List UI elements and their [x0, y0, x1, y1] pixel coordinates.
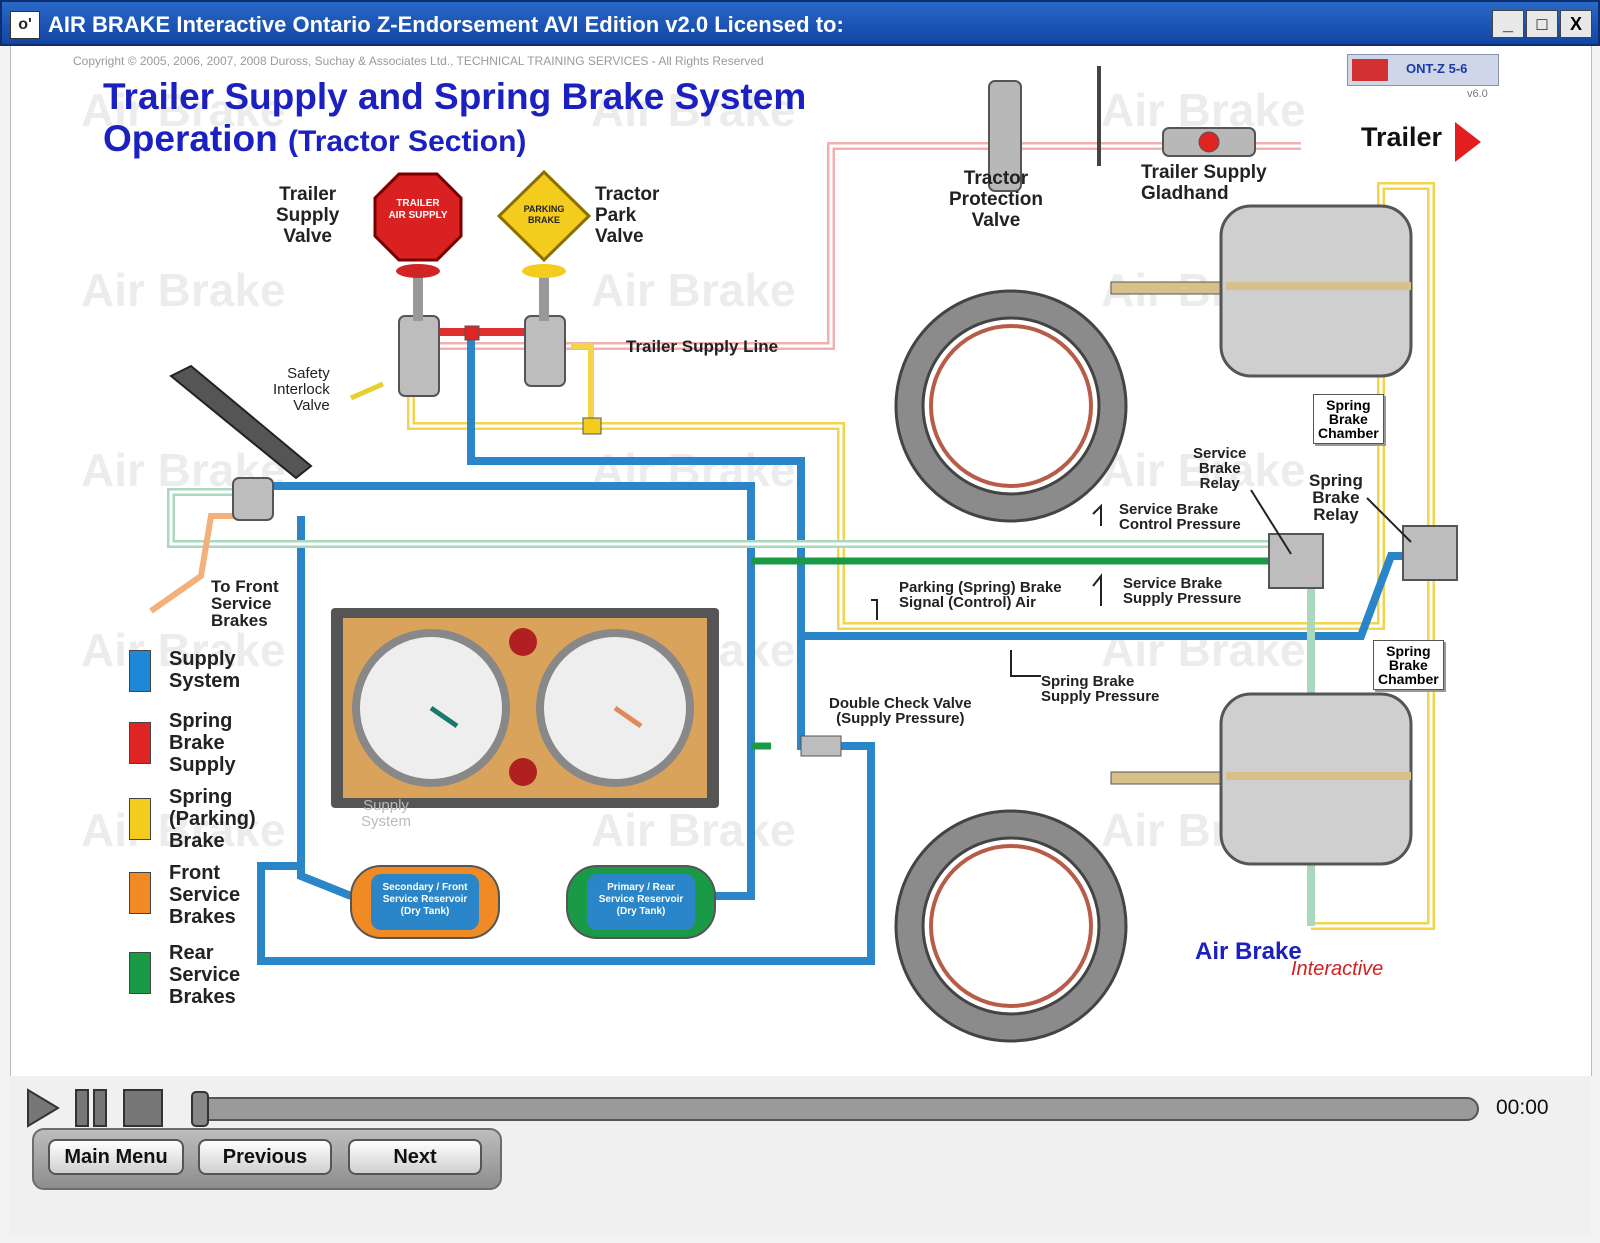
foot-valve-pedal — [169, 364, 313, 480]
badge-text: ONT-Z 5-6 — [1406, 61, 1468, 76]
spring-brake-chamber-top-label: Spring Brake Chamber — [1313, 394, 1384, 444]
svg-text:Air Brake: Air Brake — [81, 624, 286, 676]
media-controls — [27, 1088, 1479, 1128]
maximize-button[interactable]: □ — [1526, 10, 1558, 38]
previous-button[interactable]: Previous — [198, 1139, 332, 1175]
service-brake-control-pressure-label: Service Brake Control Pressure — [1119, 501, 1241, 533]
tractor-protection-valve-label: Tractor Protection Valve — [949, 168, 1043, 231]
slide-title-line1: Trailer Supply and Spring Brake System — [103, 76, 807, 117]
svg-text:Air Brake: Air Brake — [591, 804, 796, 856]
primary-tank-label: Primary / Rear Service Reservoir (Dry Ta… — [598, 882, 684, 917]
app-icon[interactable]: o' — [10, 11, 40, 39]
secondary-tank-label: Secondary / Front Service Reservoir (Dry… — [382, 882, 468, 917]
service-brake-supply-pressure-label: Service Brake Supply Pressure — [1123, 575, 1242, 607]
spring-brake-supply-pressure-label: Spring Brake Supply Pressure — [1041, 673, 1160, 705]
trailer-arrow-icon — [1455, 122, 1481, 162]
copyright-text: Copyright © 2005, 2006, 2007, 2008 Duros… — [73, 54, 764, 68]
slide-title-line2: Operation (Tractor Section) — [103, 118, 806, 163]
park-knob — [496, 169, 592, 263]
svg-text:Air Brake: Air Brake — [1101, 444, 1306, 496]
legend-swatch-parking-brake — [129, 798, 151, 840]
park-knob-text: PARKING BRAKE — [523, 204, 565, 225]
slide-title-line2-sub: (Tractor Section) — [288, 125, 527, 158]
legend-label-parking-brake: Spring (Parking) Brake — [169, 786, 256, 852]
tractor-park-valve-label: Tractor Park Valve — [595, 184, 660, 247]
version-text: v6.0 — [1467, 88, 1488, 100]
legend-swatch-rear-service — [129, 952, 151, 994]
trailer-supply-valve-label: Trailer Supply Valve — [276, 184, 340, 247]
slide-title-line2-main: Operation — [103, 118, 278, 159]
play-icon[interactable] — [27, 1088, 60, 1128]
legend-swatch-front-service — [129, 872, 151, 914]
svg-text:Air Brake: Air Brake — [81, 84, 286, 136]
svg-text:Air Brake: Air Brake — [81, 264, 286, 316]
legend-label-spring-brake-supply: Spring Brake Supply — [169, 710, 236, 776]
stop-icon[interactable] — [123, 1089, 163, 1127]
pause-icon[interactable] — [75, 1089, 107, 1127]
double-check-valve-label: Double Check Valve (Supply Pressure) — [829, 695, 972, 727]
trailer-supply-gladhand-label: Trailer Supply Gladhand — [1141, 162, 1267, 204]
logo-sub: Interactive — [1291, 958, 1384, 980]
legend-swatch-spring-brake-supply — [129, 722, 151, 764]
supply-system-ghost-label: Supply System — [361, 797, 412, 830]
seek-bar[interactable] — [191, 1097, 1479, 1121]
trailer-supply-line-label: Trailer Supply Line — [626, 337, 779, 356]
window-title: AIR BRAKE Interactive Ontario Z-Endorsem… — [48, 12, 844, 37]
player-controls: 00:00 Main Menu Previous Next — [10, 1076, 1590, 1236]
safety-interlock-valve-label: Safety Interlock Valve — [273, 365, 330, 414]
svg-text:Air Brake: Air Brake — [81, 804, 286, 856]
time-display: 00:00 — [1496, 1096, 1549, 1119]
svg-text:Air Brake: Air Brake — [591, 264, 796, 316]
to-front-service-brakes-label: To Front Service Brakes — [211, 577, 279, 630]
minimize-button[interactable]: _ — [1492, 10, 1524, 38]
legend-label-supply: Supply System — [169, 648, 241, 692]
legend-label-front-service: Front Service Brakes — [169, 862, 241, 928]
close-button[interactable]: X — [1560, 10, 1592, 38]
main-menu-button[interactable]: Main Menu — [48, 1139, 184, 1175]
window-titlebar: o' AIR BRAKE Interactive Ontario Z-Endor… — [0, 0, 1600, 46]
spring-brake-relay-label: Spring Brake Relay — [1309, 471, 1363, 524]
nav-button-group: Main Menu Previous Next — [32, 1128, 502, 1190]
svg-text:Air Brake: Air Brake — [1101, 624, 1306, 676]
trailer-supply-knob — [373, 172, 463, 262]
logo-main: Air Brake — [1195, 938, 1302, 965]
seek-handle[interactable] — [191, 1091, 209, 1127]
parking-brake-signal-label: Parking (Spring) Brake Signal (Control) … — [899, 579, 1062, 611]
slide-badge: ONT-Z 5-6 — [1347, 54, 1499, 86]
spring-brake-chamber-bottom-label: Spring Brake Chamber — [1373, 640, 1444, 690]
legend-swatch-supply — [129, 650, 151, 692]
next-button[interactable]: Next — [348, 1139, 482, 1175]
svg-text:Air Brake: Air Brake — [591, 84, 796, 136]
legend-label-rear-service: Rear Service Brakes — [169, 942, 241, 1008]
slide-title: Trailer Supply and Spring Brake System O… — [103, 76, 806, 163]
service-brake-relay-label: Service Brake Relay — [1193, 445, 1247, 492]
trailer-knob-text: TRAILER AIR SUPPLY — [388, 198, 448, 221]
trailer-label: Trailer — [1361, 122, 1443, 152]
ontario-flag-icon — [1352, 59, 1388, 81]
